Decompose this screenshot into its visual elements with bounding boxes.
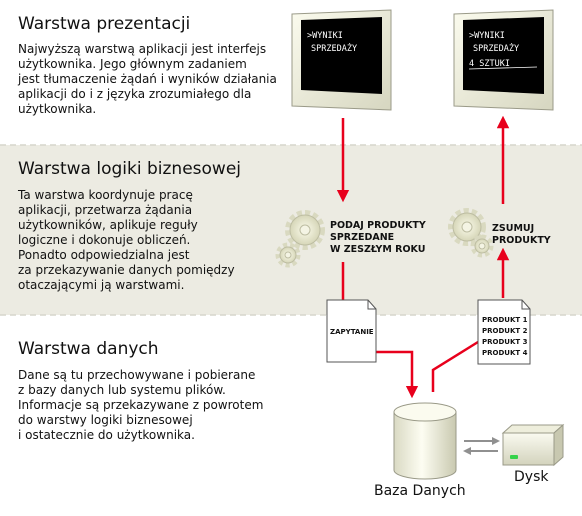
db-disk-sync-arrows	[463, 437, 500, 455]
disk-caption: Dysk	[514, 469, 549, 485]
database-icon	[393, 402, 457, 480]
query-document-label: ZAPYTANIE	[330, 328, 374, 336]
logic-layer-description: Ta warstwa koordynuje pracę aplikacji, p…	[18, 188, 235, 292]
product-item: PRODUKT 4	[482, 349, 528, 357]
screen-left-line1: >WYNIKI	[307, 31, 343, 41]
operation-sum-label: ZSUMUJ PRODUKTY	[492, 223, 551, 246]
monitor-right: >WYNIKI SPRZEDAŻY 4 SZTUKI	[453, 9, 554, 111]
disk-led-indicator	[510, 455, 518, 459]
screen-right-line3: 4 SZTUKI	[469, 59, 510, 69]
product-item: PRODUKT 2	[482, 327, 528, 335]
gears-right-icon	[448, 208, 494, 258]
product-item: PRODUKT 1	[482, 316, 528, 324]
presentation-layer-description: Najwyższą warstwą aplikacji jest interfe…	[18, 42, 277, 116]
data-layer-description: Dane są tu przechowywane i pobierane z b…	[18, 368, 264, 442]
gears-left-icon	[275, 210, 325, 268]
screen-right-line2: SPRZEDAŻY	[473, 43, 519, 54]
screen-left-line2: SPRZEDAŻY	[311, 43, 357, 54]
logic-layer-title: Warstwa logiki biznesowej	[18, 159, 242, 179]
request-flow-arrows	[336, 115, 510, 399]
query-document: ZAPYTANIE	[326, 299, 377, 363]
presentation-layer-title: Warstwa prezentacji	[18, 14, 191, 34]
disk-icon	[501, 423, 565, 467]
product-item: PRODUKT 3	[482, 338, 528, 346]
data-layer-title: Warstwa danych	[18, 339, 159, 359]
screen-right-line1: >WYNIKI	[469, 31, 505, 41]
monitor-left: >WYNIKI SPRZEDAŻY	[291, 9, 392, 111]
arrow-query-to-db	[376, 350, 419, 399]
database-caption: Baza Danych	[374, 483, 466, 499]
operation-query-label: PODAJ PRODUKTY SPRZEDANE W ZESZŁYM ROKU	[330, 220, 426, 255]
results-document: PRODUKT 1 PRODUKT 2 PRODUKT 3 PRODUKT 4	[477, 299, 531, 365]
arrow-db-to-results	[431, 340, 479, 392]
